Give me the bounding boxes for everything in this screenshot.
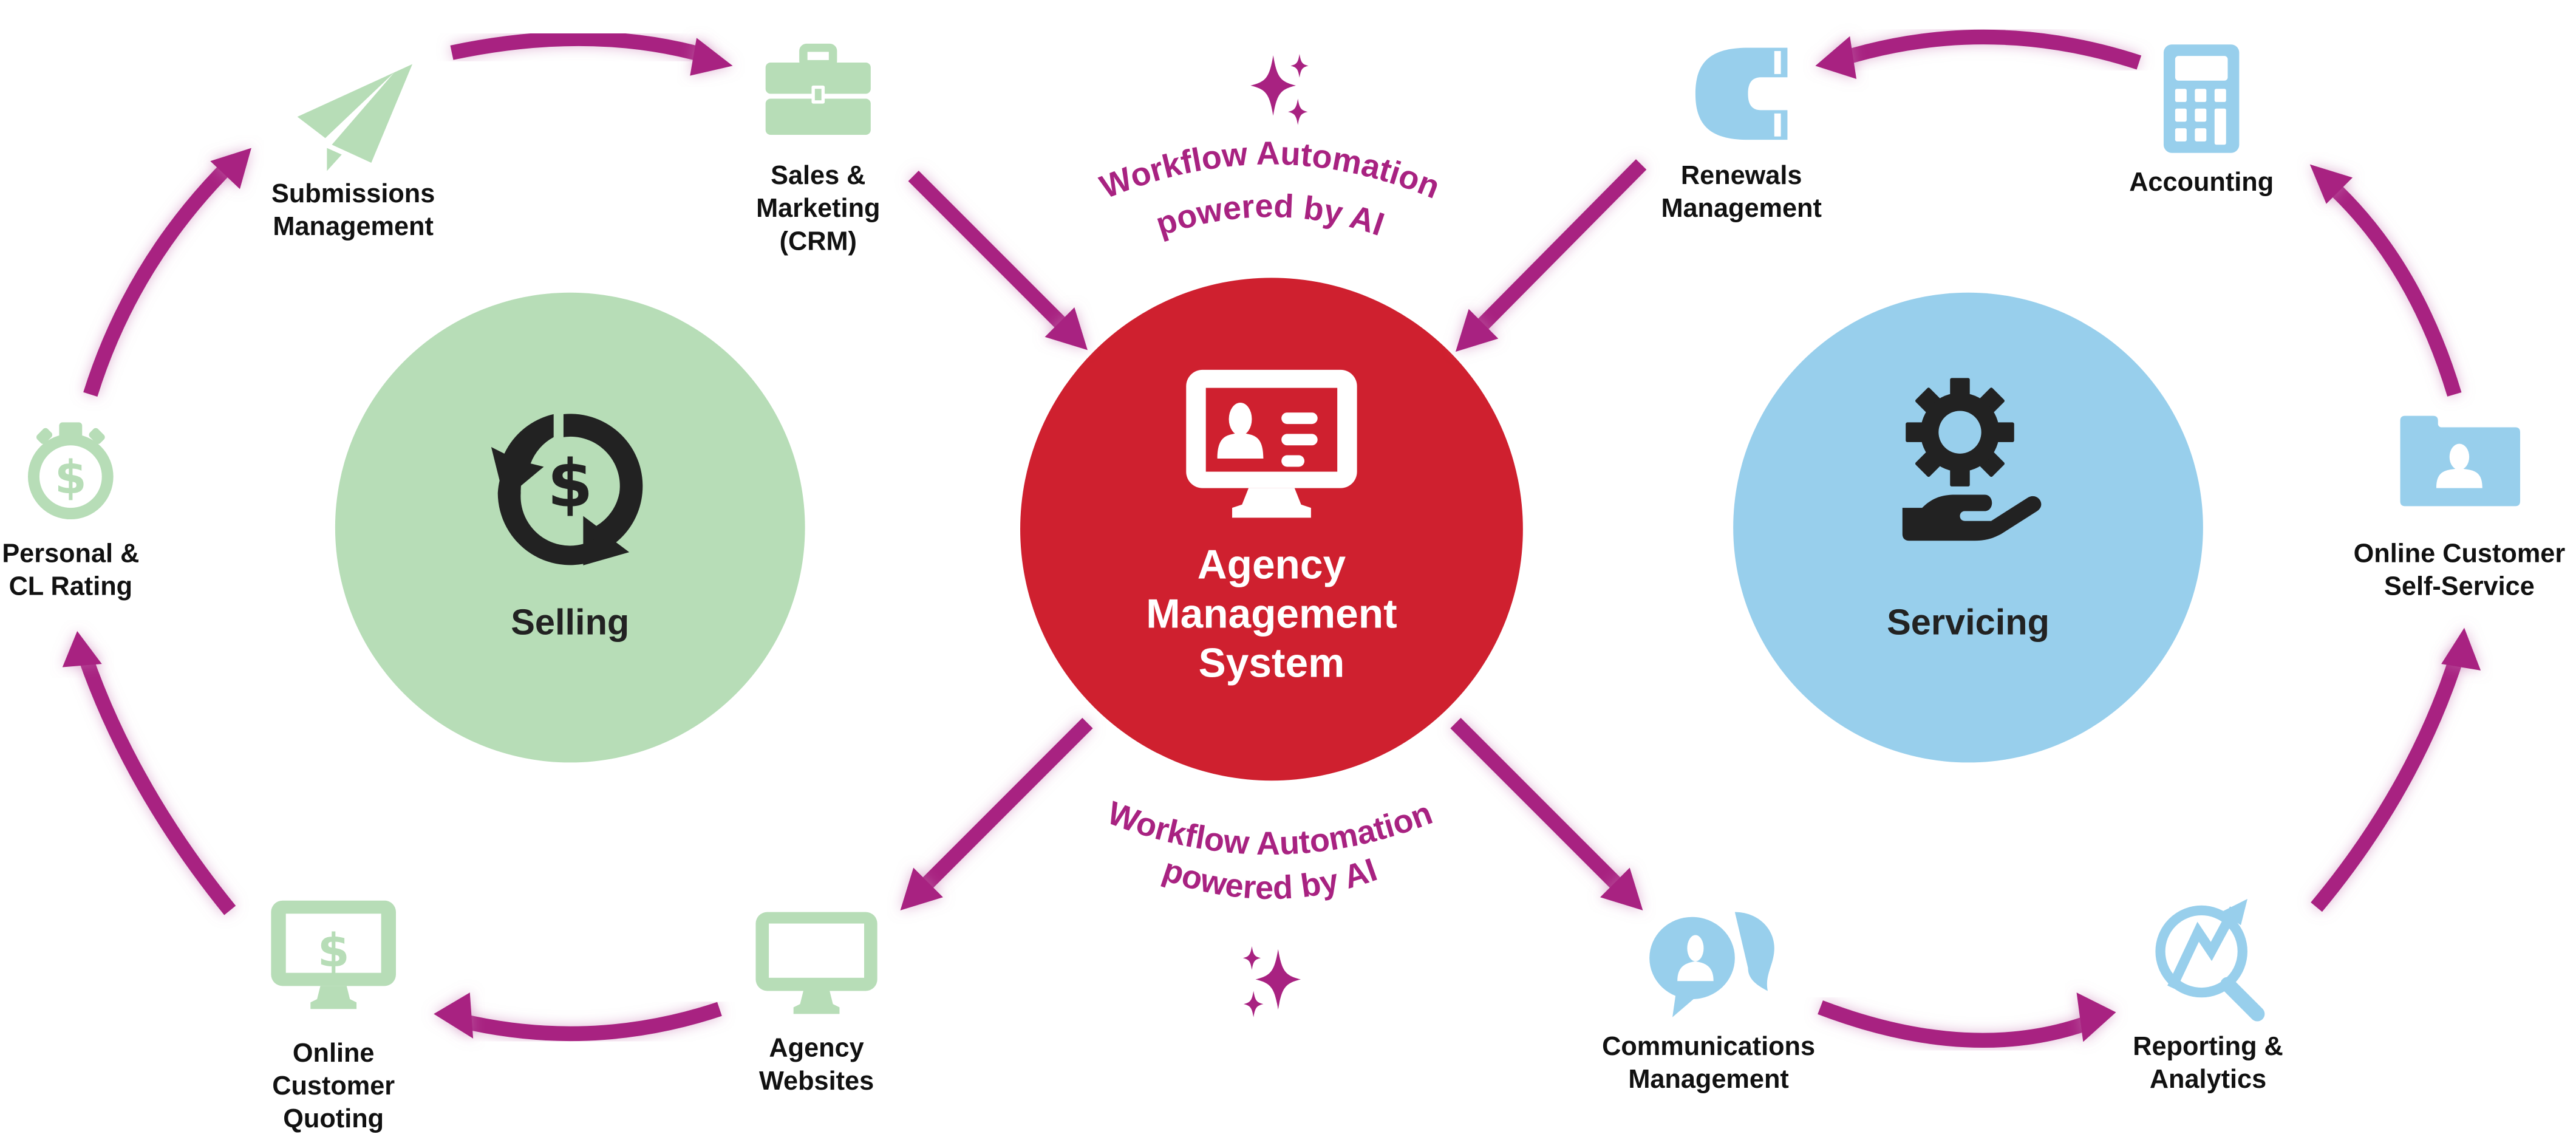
gear-hand-icon	[1902, 378, 2042, 541]
node-agency-websites[interactable]: Agency Websites	[755, 912, 877, 1096]
monitor-icon	[755, 912, 877, 1014]
arrow-communications-to-reporting	[1818, 992, 2116, 1048]
node-label-line: Management	[1661, 194, 1821, 223]
node-label-line: Sales &	[771, 161, 865, 190]
analytics-magnifier-icon	[2155, 898, 2265, 1022]
node-submissions-management[interactable]: Submissions Management	[271, 64, 435, 241]
arrow-reporting-to-selfservice	[2311, 627, 2481, 912]
stopwatch-dollar-icon: $	[27, 422, 114, 520]
node-sales-marketing-crm[interactable]: Sales & Marketing (CRM)	[756, 43, 880, 256]
svg-text:$: $	[55, 451, 87, 504]
node-online-customer-quoting[interactable]: $ Online Customer Quoting	[271, 900, 396, 1133]
ams-label-line2: Management	[1146, 592, 1397, 637]
node-label-line: Reporting &	[2133, 1032, 2283, 1061]
node-accounting[interactable]: Accounting	[2129, 44, 2274, 197]
node-label-line: (CRM)	[780, 227, 857, 256]
servicing-hub[interactable]: Servicing	[1733, 292, 2203, 763]
sparkles-icon	[1242, 946, 1301, 1017]
paper-plane-icon	[297, 64, 413, 171]
folder-user-icon	[2400, 415, 2521, 507]
chat-bubbles-icon	[1649, 912, 1774, 1017]
dollar-cycle-icon: $	[491, 414, 643, 565]
node-label-line: Customer	[272, 1071, 395, 1101]
node-label-line: Management	[273, 212, 433, 241]
node-label-line: Accounting	[2129, 168, 2274, 197]
node-personal-cl-rating[interactable]: $ Personal & CL Rating	[2, 422, 139, 601]
arrow-websites-to-quoting	[434, 992, 722, 1042]
arrow-submissions-to-crm	[450, 31, 733, 76]
svg-text:$: $	[547, 445, 593, 522]
selling-hub[interactable]: $ Selling	[335, 292, 805, 763]
node-label-line: Websites	[759, 1067, 874, 1096]
node-label-line: Personal &	[2, 539, 139, 568]
node-reporting-analytics[interactable]: Reporting & Analytics	[2133, 898, 2283, 1094]
node-label-line: Communications	[1602, 1032, 1815, 1061]
workflow-top-line2: powered by AI	[1151, 188, 1389, 243]
flow-arrows	[62, 29, 2481, 1048]
ams-hub[interactable]: Agency Management System	[1020, 278, 1523, 781]
servicing-label: Servicing	[1887, 601, 2050, 642]
node-label-line: Renewals	[1681, 161, 1802, 190]
workflow-top: Workflow Automation powered by AI	[1095, 53, 1445, 243]
calculator-icon	[2163, 44, 2240, 153]
arrow-selfservice-to-accounting	[2309, 164, 2462, 397]
arrow-ams-to-websites	[900, 717, 1093, 910]
arrow-rating-to-submissions	[83, 148, 251, 397]
workflow-bottom-line1: Workflow Automation	[1103, 794, 1437, 862]
svg-text:$: $	[318, 924, 350, 977]
node-online-customer-self-service[interactable]: Online Customer Self-Service	[2354, 415, 2566, 601]
arrow-crm-to-ams	[908, 171, 1088, 350]
node-communications-management[interactable]: Communications Management	[1602, 912, 1815, 1094]
phone-handset-icon	[1695, 47, 1788, 140]
node-label-line: Online	[293, 1039, 375, 1068]
workflow-bottom: Workflow Automation powered by AI	[1103, 794, 1437, 1017]
node-label-line: Online Customer	[2354, 539, 2566, 568]
node-label-line: Quoting	[283, 1104, 384, 1133]
node-renewals-management[interactable]: Renewals Management	[1661, 47, 1822, 224]
ams-label-line1: Agency	[1198, 542, 1346, 587]
node-label-line: Self-Service	[2384, 572, 2535, 601]
node-label-line: Submissions	[271, 179, 435, 208]
arrow-quoting-to-rating	[62, 631, 236, 915]
ams-circle	[1020, 278, 1523, 781]
node-label-line: Marketing	[756, 194, 880, 223]
briefcase-icon	[765, 43, 871, 135]
node-label-line: Analytics	[2150, 1065, 2266, 1094]
sparkles-icon	[1250, 53, 1309, 125]
node-label-line: Management	[1628, 1065, 1788, 1094]
monitor-dollar-icon: $	[271, 900, 396, 1009]
selling-circle	[335, 292, 805, 763]
monitor-profile-icon	[1186, 369, 1357, 518]
ams-label-line3: System	[1199, 641, 1345, 686]
node-label-line: CL Rating	[9, 572, 133, 601]
node-label-line: Agency	[769, 1034, 864, 1063]
arrow-ams-to-communications	[1450, 717, 1643, 910]
arrow-accounting-to-renewals	[1815, 29, 2142, 80]
arrow-renewals-to-ams	[1455, 159, 1647, 352]
selling-label: Selling	[511, 601, 629, 642]
